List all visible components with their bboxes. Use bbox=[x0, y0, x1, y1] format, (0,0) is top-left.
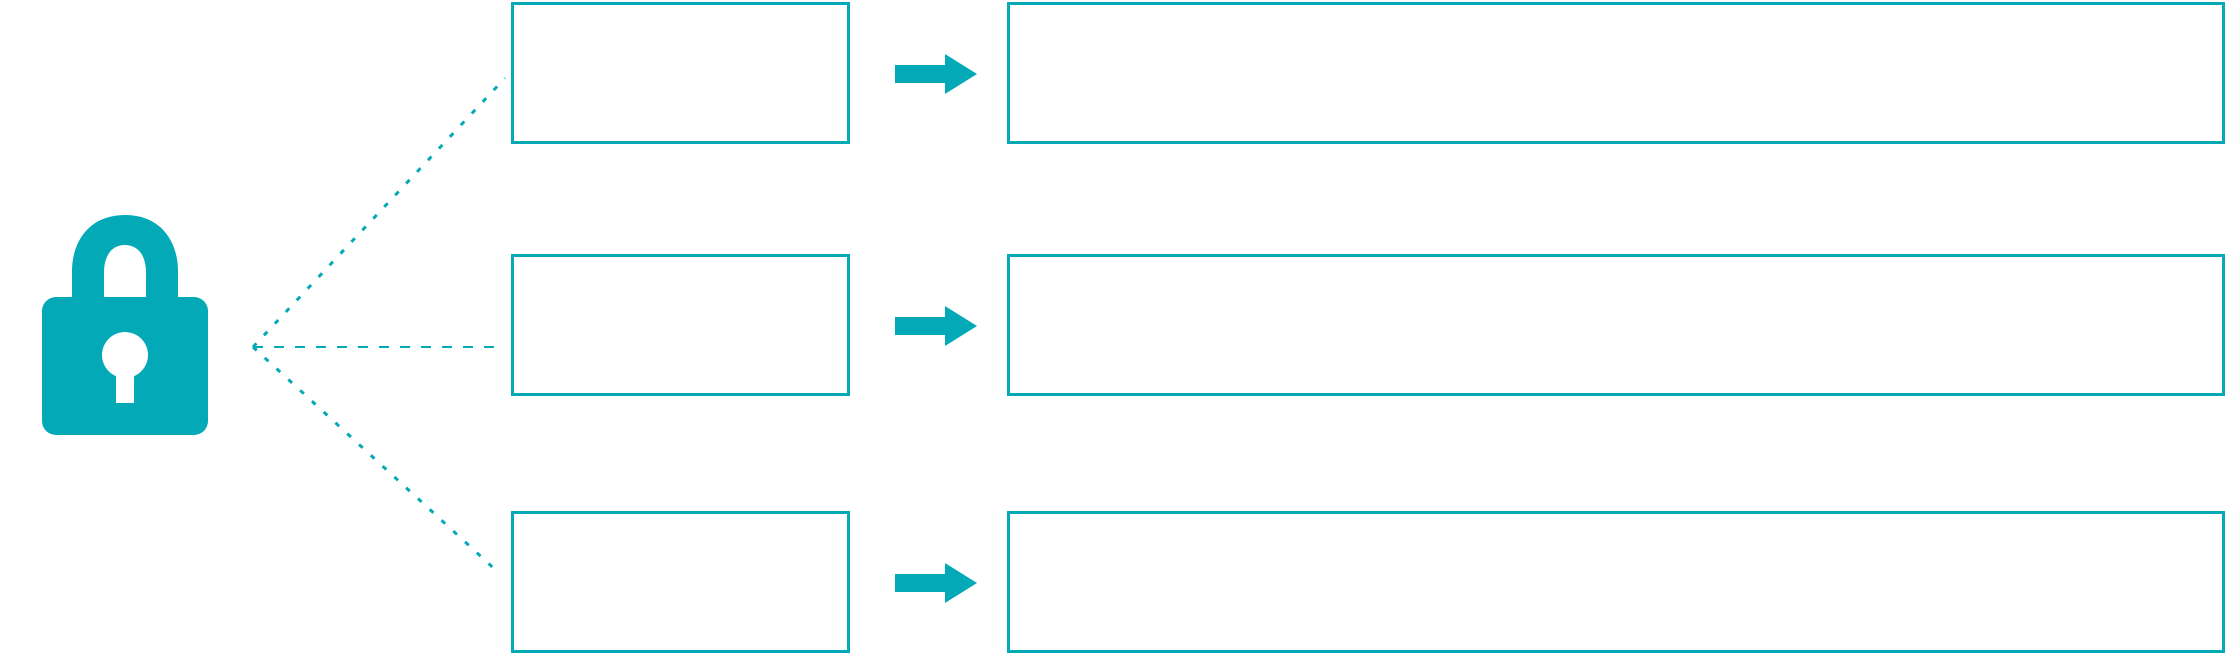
detail-box[interactable] bbox=[1007, 511, 2225, 653]
connector-branch-top bbox=[251, 76, 507, 349]
arrow-right-icon bbox=[895, 306, 977, 346]
detail-box[interactable] bbox=[1007, 2, 2225, 144]
arrow-right-icon bbox=[895, 54, 977, 94]
connector-branch-bottom bbox=[251, 345, 502, 576]
lock-icon bbox=[42, 215, 208, 435]
detail-box[interactable] bbox=[1007, 254, 2225, 396]
stage-box[interactable] bbox=[511, 511, 850, 653]
stage-box[interactable] bbox=[511, 254, 850, 396]
stage-box[interactable] bbox=[511, 2, 850, 144]
arrow-right-icon bbox=[895, 563, 977, 603]
